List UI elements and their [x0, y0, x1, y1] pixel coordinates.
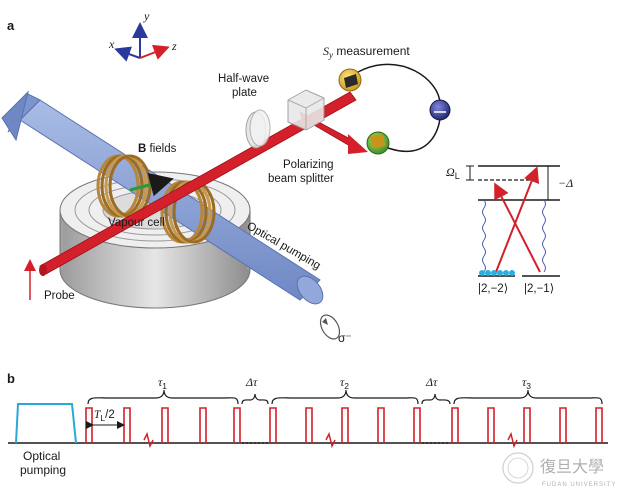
pulse-train-group-3 — [451, 407, 603, 443]
transition-arrow-1 — [495, 166, 540, 273]
vapour-cell-label: Vapour cell — [108, 217, 165, 229]
pulse-train-group-2 — [269, 407, 421, 443]
tau1-label: τ1 — [158, 375, 167, 391]
y-axis-label: y — [143, 9, 150, 23]
x-axis-arrow — [114, 46, 141, 62]
brace-tau2 — [271, 389, 419, 405]
detector-bottom — [366, 131, 390, 155]
panel-b-label: b — [7, 371, 15, 386]
sigma-minus-label: σ⁻ — [338, 331, 352, 345]
polarizing-beam-splitter-label-line1: Polarizing — [283, 159, 334, 171]
dtau1-label: Δτ — [245, 375, 258, 389]
decay-line-right — [542, 199, 546, 273]
tau3-label: τ3 — [522, 375, 531, 391]
brace-dtau1 — [241, 393, 269, 405]
transition-arrow-2 — [494, 182, 541, 273]
pump-beam-arrowhead — [1, 90, 29, 142]
half-wave-plate — [245, 109, 271, 149]
optical-pumping-pulse — [15, 403, 77, 444]
z-axis-label: z — [171, 39, 177, 53]
half-wave-plate-label-line2: plate — [232, 87, 257, 99]
x-axis-label: x — [108, 37, 115, 51]
brace-tau1 — [87, 389, 239, 405]
brace-tau3 — [453, 389, 603, 405]
ket-right-label: |2,−1⟩ — [524, 282, 554, 295]
university-seal — [502, 452, 534, 484]
watermark-subtext: FUDAN UNIVERSITY — [542, 482, 616, 488]
polarizing-beam-splitter-cube — [287, 89, 325, 131]
phase-flip-marker-1 — [143, 431, 154, 449]
minus-delta-label: −Δ — [558, 176, 573, 190]
b-field-arrow — [129, 172, 174, 197]
polarizing-beam-splitter-label-line2: beam splitter — [268, 173, 334, 185]
timing-braces — [87, 389, 603, 405]
half-wave-plate-label-line1: Half-wave — [218, 73, 269, 85]
university-watermark: 復旦大學 FUDAN UNIVERSITY — [502, 452, 616, 488]
probe-label: Probe — [44, 290, 75, 302]
decay-line-left — [482, 199, 486, 273]
watermark-text: 復旦大學 — [540, 458, 604, 476]
phase-flip-marker-3 — [507, 431, 518, 449]
optical-pumping-label-line2: pumping — [20, 463, 66, 477]
sigma-minus-indicator — [319, 314, 341, 340]
optical-pumping-label-line1: Optical — [23, 449, 60, 463]
reflected-beam-head — [348, 134, 368, 154]
brace-dtau2 — [421, 393, 451, 405]
ket-left-label: |2,−2⟩ — [478, 282, 508, 295]
z-axis-arrow — [139, 44, 170, 60]
energy-level-diagram — [466, 165, 560, 277]
panel-a-label: a — [7, 18, 15, 33]
detector-top — [338, 68, 362, 92]
sy-measurement-label: Sy measurement — [323, 44, 410, 60]
omega-l-label: ΩL — [446, 165, 460, 181]
half-period-label: TL/2 — [94, 409, 115, 423]
dtau2-label: Δτ — [425, 375, 438, 389]
differential-detector — [357, 63, 451, 152]
b-fields-label: B fields — [138, 143, 177, 155]
atom-population — [479, 270, 515, 276]
tau2-label: τ2 — [340, 375, 349, 391]
coordinate-axes: y x z — [108, 9, 177, 62]
phase-flip-marker-2 — [325, 431, 336, 449]
